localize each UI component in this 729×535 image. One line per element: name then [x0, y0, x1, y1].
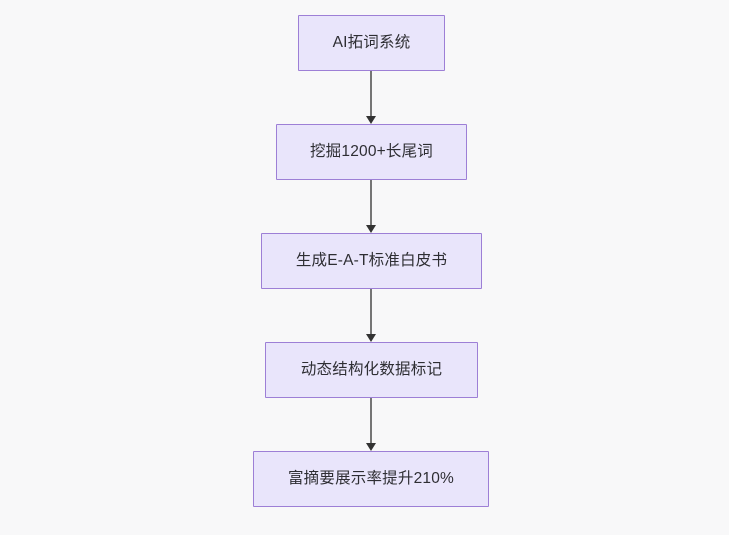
flow-node-label: AI拓词系统: [332, 34, 411, 52]
edge-line: [370, 71, 372, 117]
flow-node-n5[interactable]: 富摘要展示率提升210%: [253, 451, 489, 507]
flow-node-label: 挖掘1200+长尾词: [309, 143, 434, 161]
edge-n4-to-n5: [365, 398, 377, 451]
edge-n1-to-n2: [365, 71, 377, 124]
flow-node-n3[interactable]: 生成E-A-T标准白皮书: [261, 233, 482, 289]
edge-n2-to-n3: [365, 180, 377, 233]
flow-node-n4[interactable]: 动态结构化数据标记: [265, 342, 478, 398]
edge-line: [370, 398, 372, 444]
arrowhead-icon: [366, 225, 376, 233]
flow-node-label: 富摘要展示率提升210%: [287, 470, 455, 488]
flow-node-label: 生成E-A-T标准白皮书: [295, 252, 448, 270]
arrowhead-icon: [366, 116, 376, 124]
arrowhead-icon: [366, 443, 376, 451]
arrowhead-icon: [366, 334, 376, 342]
edge-n3-to-n4: [365, 289, 377, 342]
flow-node-n1[interactable]: AI拓词系统: [298, 15, 445, 71]
edge-line: [370, 180, 372, 226]
flow-node-n2[interactable]: 挖掘1200+长尾词: [276, 124, 467, 180]
edge-line: [370, 289, 372, 335]
flow-node-label: 动态结构化数据标记: [300, 361, 443, 379]
